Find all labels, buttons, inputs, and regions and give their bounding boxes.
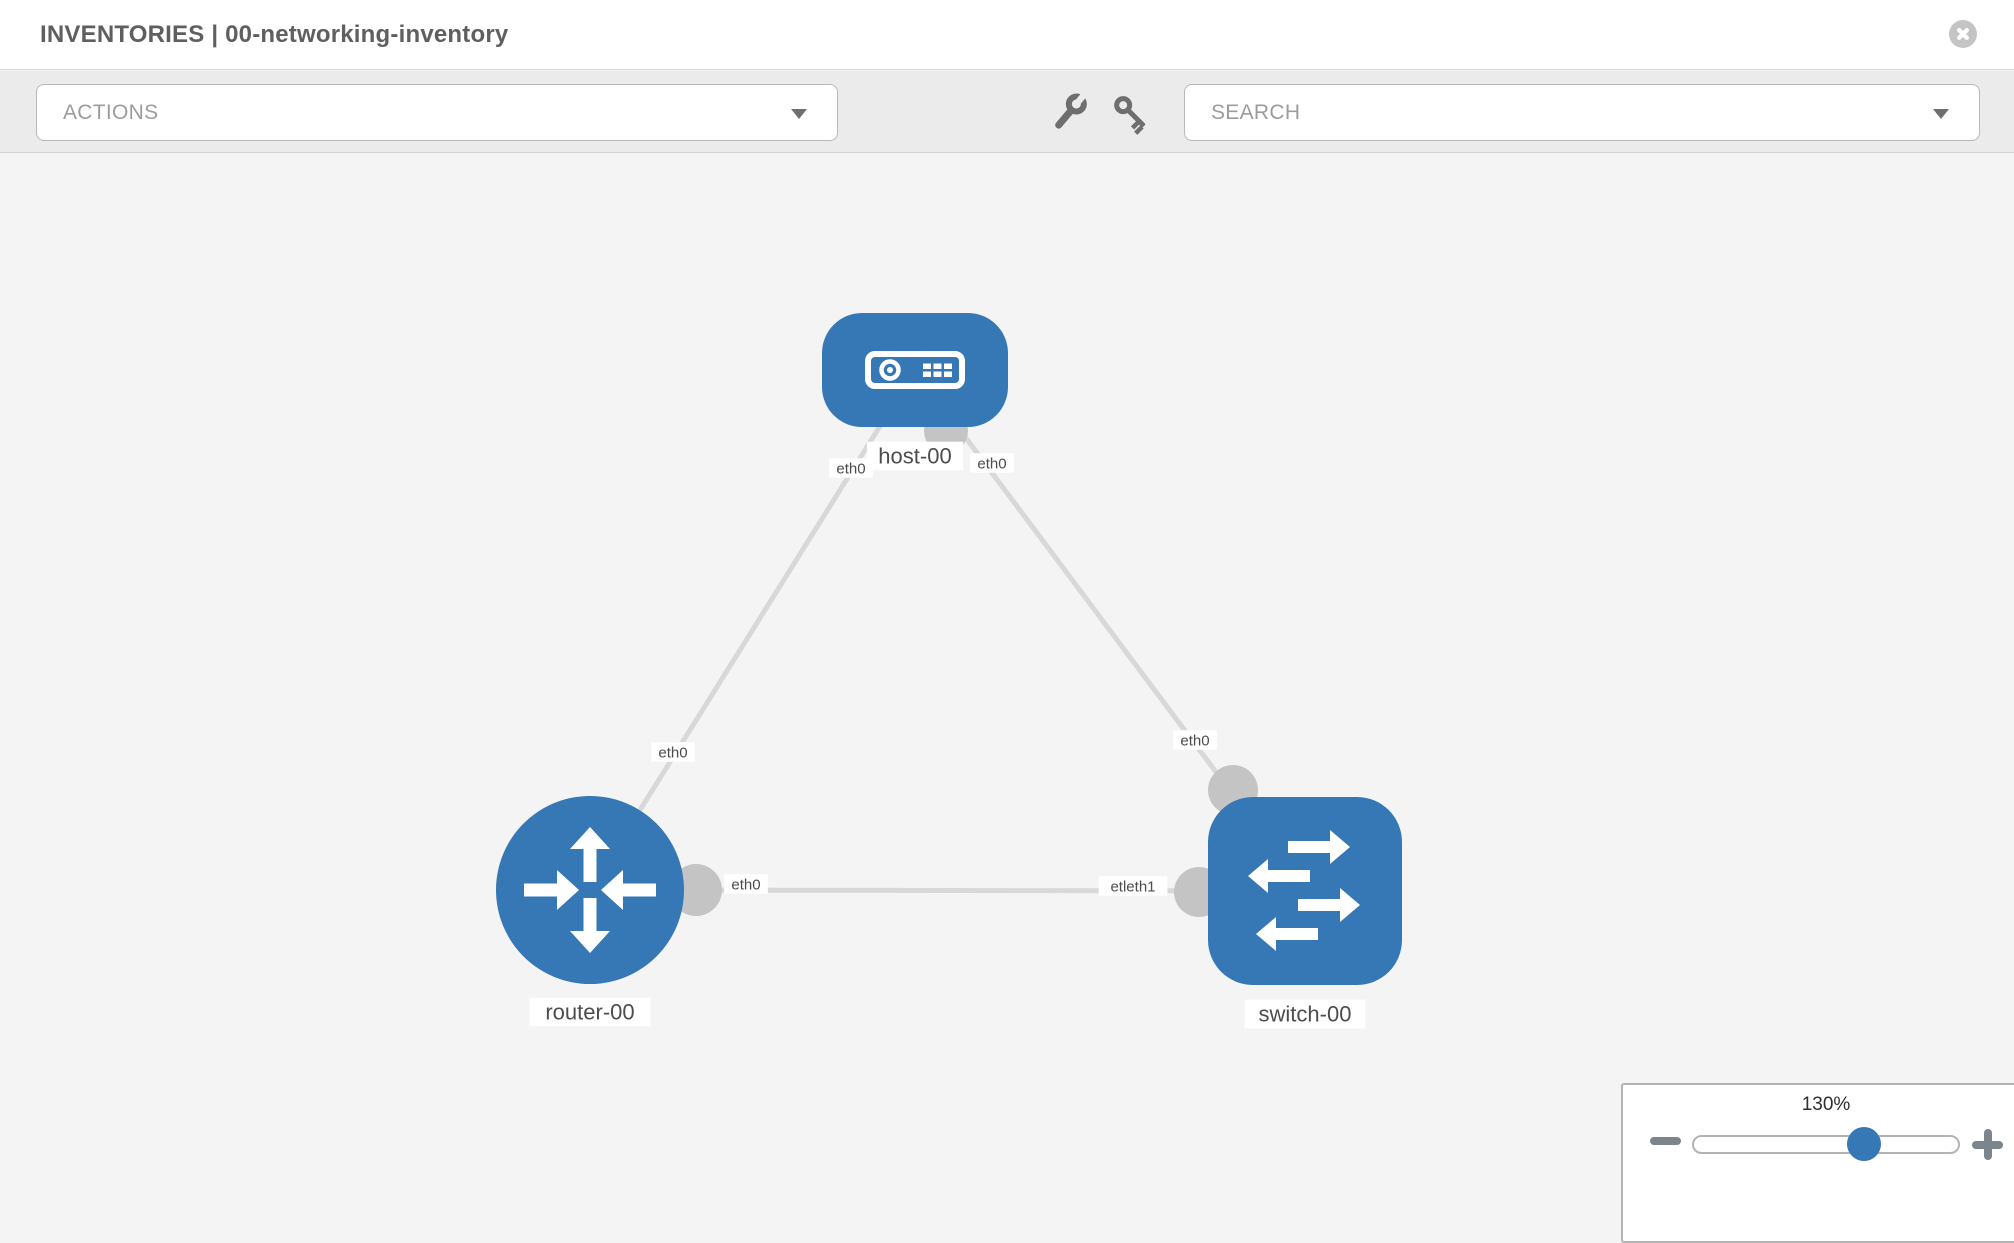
router-icon-arrow [524, 870, 579, 910]
switch-node-shape [1208, 797, 1402, 985]
chevron-down-icon [791, 108, 807, 119]
host-icon [865, 351, 965, 389]
host-icon-port [923, 371, 931, 377]
search-dropdown-label: SEARCH [1211, 100, 1301, 124]
chevron-down-icon [1933, 108, 1949, 119]
search-dropdown[interactable]: SEARCH [1184, 84, 1980, 141]
topology-canvas[interactable]: eth0 eth0 eth0 eth0 eth0 etleth1 host-00 router… [0, 0, 2014, 1200]
host-icon-port [944, 371, 952, 377]
host-node-shape [822, 313, 1008, 427]
interface-label-bg [1173, 730, 1217, 750]
interface-label-bg [829, 458, 873, 478]
wrench-icon [1055, 93, 1087, 129]
key-icon [1114, 96, 1146, 135]
host-icon-port [944, 363, 952, 369]
credentials-button[interactable] [1108, 92, 1156, 136]
host-icon-port [923, 363, 931, 369]
interface-label-bg [1098, 876, 1168, 896]
zoom-out-button[interactable] [1650, 1137, 1681, 1145]
configure-button[interactable] [1044, 92, 1092, 136]
interface-label-bg [724, 874, 768, 894]
node-label-router-00: router-00 [545, 1000, 634, 1025]
header-bar: INVENTORIES | 00-networking-inventory [0, 0, 2014, 70]
zoom-in-button[interactable] [1972, 1129, 2003, 1160]
router-icon-arrow [601, 870, 656, 910]
interface-label-bg [970, 453, 1014, 473]
switch-icon-arrow [1288, 830, 1350, 864]
host-icon-led [879, 359, 901, 381]
zoom-slider-track[interactable] [1692, 1135, 1960, 1154]
node-host-00[interactable] [822, 313, 1008, 427]
zoom-level-value: 130% [1801, 1094, 1851, 1115]
actions-dropdown-label: ACTIONS [63, 100, 159, 124]
interface-label: eth0 [658, 744, 687, 761]
node-label-switch-00-bg [1244, 999, 1366, 1029]
switch-icon-arrow [1248, 859, 1310, 893]
interface-label: etleth1 [1110, 878, 1155, 895]
host-icon-port [933, 363, 942, 369]
node-router-00[interactable] [496, 796, 684, 984]
zoom-widget: 130% [1621, 1083, 2014, 1243]
interface-label: eth0 [977, 455, 1006, 472]
toolbar: ACTIONS SEARCH [0, 71, 2014, 153]
actions-dropdown[interactable]: ACTIONS [36, 84, 838, 141]
page-title: INVENTORIES | 00-networking-inventory [40, 21, 509, 48]
interface-label: eth0 [1180, 732, 1209, 749]
close-icon[interactable] [1948, 19, 1978, 49]
node-label-host-00: host-00 [878, 444, 951, 469]
interface-label-bg [651, 742, 695, 762]
host-icon-led-dot [887, 367, 893, 373]
router-icon-arrow [570, 827, 610, 882]
router-node-shape [496, 796, 684, 984]
node-label-host-00-bg [866, 441, 964, 471]
zoom-slider-knob[interactable] [1847, 1127, 1881, 1161]
node-switch-00[interactable] [1208, 797, 1402, 985]
router-icon-arrow [570, 898, 610, 953]
interface-label: eth0 [731, 876, 760, 893]
node-label-router-00-bg [529, 997, 651, 1027]
switch-icon-arrow [1298, 888, 1360, 922]
host-icon-port [933, 371, 942, 377]
switch-icon-arrow [1256, 917, 1318, 951]
node-label-switch-00: switch-00 [1259, 1002, 1352, 1027]
edge-host-00-router-00[interactable] [587, 368, 918, 892]
interface-label: eth0 [836, 460, 865, 477]
